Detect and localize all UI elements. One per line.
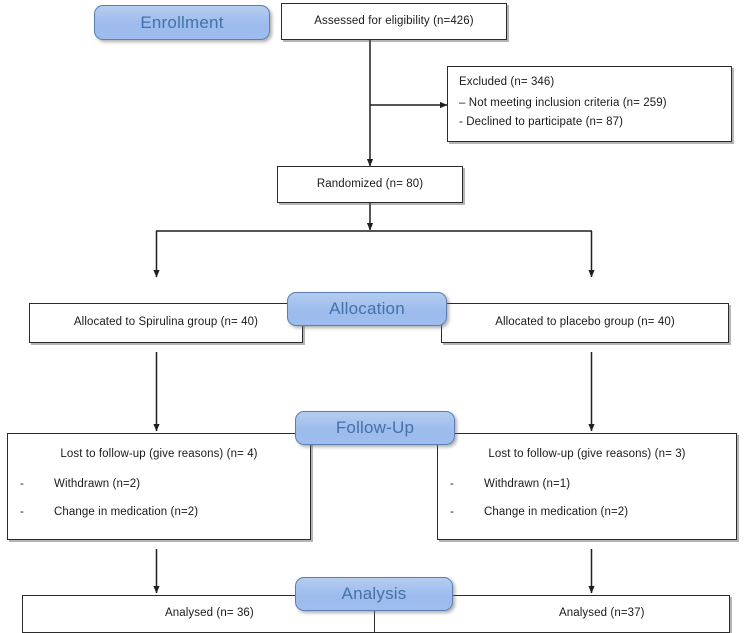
stage-banner-enrollment-label: Enrollment <box>140 12 224 32</box>
box-allocated-spirulina: Allocated to Spirulina group (n= 40) <box>29 303 303 343</box>
allocated-spirulina-text: Allocated to Spirulina group (n= 40) <box>73 316 259 329</box>
followup-left-reason-medication: - Change in medication (n=2) <box>20 505 298 521</box>
followup-left-dash-1: - <box>20 478 24 491</box>
excluded-reason-not-meeting-criteria: – Not meeting inclusion criteria (n= 259… <box>459 96 667 109</box>
box-assessed-for-eligibility: Assessed for eligibility (n=426) <box>281 3 507 40</box>
followup-right-dash-1: - <box>450 478 454 491</box>
box-followup-spirulina: Lost to follow-up (give reasons) (n= 4) … <box>7 433 311 540</box>
stage-banner-enrollment: Enrollment <box>94 5 270 40</box>
stage-banner-followup-label: Follow-Up <box>335 418 415 437</box>
box-randomized: Randomized (n= 80) <box>277 166 463 203</box>
analysed-spirulina-text: Analysed (n= 36) <box>165 607 254 620</box>
followup-right-dash-2: - <box>450 505 454 518</box>
stage-banner-followup: Follow-Up <box>295 411 455 445</box>
allocated-placebo-text: Allocated to placebo group (n= 40) <box>495 316 675 329</box>
box-excluded: Excluded (n= 346) – Not meeting inclusio… <box>447 66 732 142</box>
stage-banner-allocation-label: Allocation <box>329 299 405 318</box>
followup-right-reason-withdrawn-text: Withdrawn (n=1) <box>484 478 571 491</box>
randomized-text: Randomized (n= 80) <box>316 177 424 190</box>
stage-banner-analysis: Analysis <box>295 577 453 611</box>
stage-banner-allocation: Allocation <box>287 292 447 326</box>
followup-right-reason-medication-text: Change in medication (n=2) <box>484 505 629 518</box>
assessed-text: Assessed for eligibility (n=426) <box>314 14 474 27</box>
excluded-reason-declined: - Declined to participate (n= 87) <box>459 116 624 129</box>
followup-right-reason-withdrawn: - Withdrawn (n=1) <box>450 477 724 493</box>
analysed-placebo-text: Analysed (n=37) <box>559 607 645 620</box>
stage-banner-analysis-label: Analysis <box>341 584 407 603</box>
followup-left-dash-2: - <box>20 505 24 518</box>
followup-right-heading: Lost to follow-up (give reasons) (n= 3) <box>488 447 686 460</box>
box-allocated-placebo: Allocated to placebo group (n= 40) <box>441 303 729 343</box>
followup-left-reason-medication-text: Change in medication (n=2) <box>54 505 199 518</box>
followup-right-reason-medication: - Change in medication (n=2) <box>450 505 724 521</box>
followup-left-reason-withdrawn-text: Withdrawn (n=2) <box>54 478 141 491</box>
followup-left-heading: Lost to follow-up (give reasons) (n= 4) <box>60 447 258 460</box>
box-followup-placebo: Lost to follow-up (give reasons) (n= 3) … <box>437 433 737 540</box>
followup-left-reason-withdrawn: - Withdrawn (n=2) <box>20 477 298 493</box>
excluded-heading: Excluded (n= 346) <box>459 76 555 89</box>
